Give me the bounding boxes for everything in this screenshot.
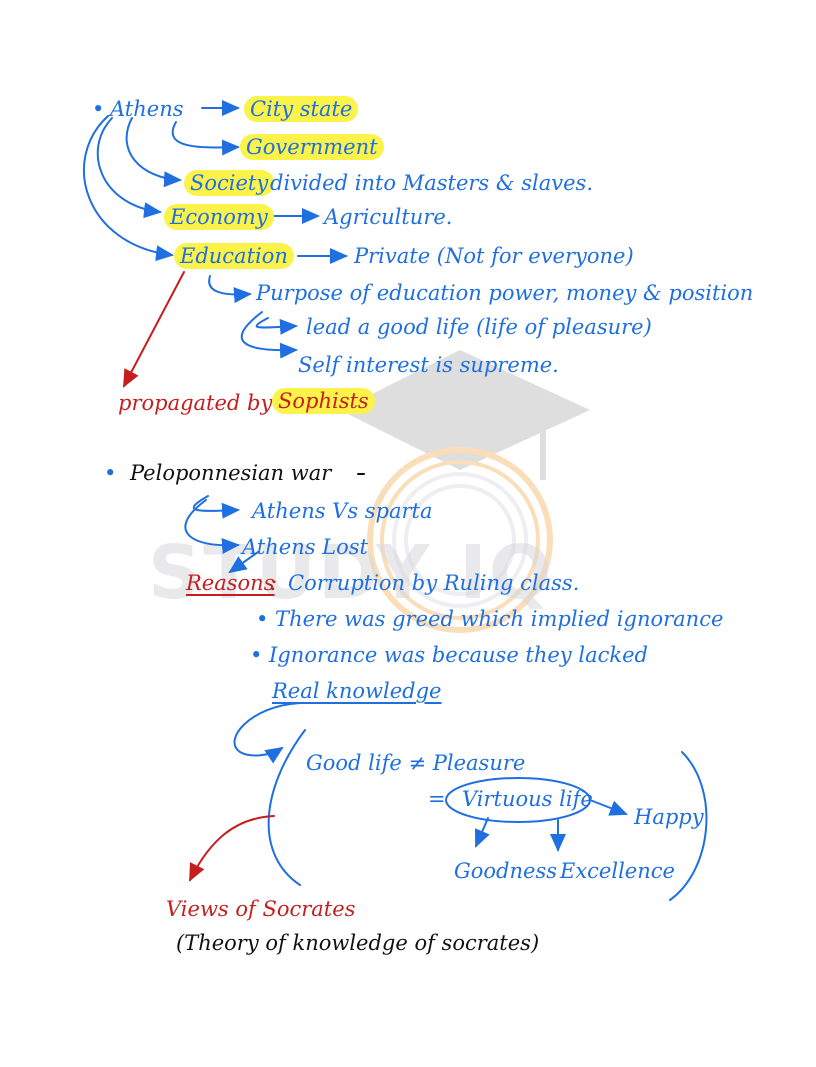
good-life-not-pleasure: Good life ≠ Pleasure	[306, 751, 526, 775]
virtuous-life: Virtuous life	[462, 787, 593, 811]
bullet-athens: •	[92, 97, 105, 121]
athens-title: Athens	[110, 97, 184, 121]
society-label: Society	[184, 170, 275, 196]
reasons-label: Reasons	[186, 571, 275, 595]
purpose-self-interest: Self interest is supreme.	[298, 353, 559, 377]
education-purpose: Purpose of education power, money & posi…	[256, 281, 754, 305]
reasons-colon: :	[270, 571, 278, 595]
war-title: Peloponnesian war	[130, 461, 332, 485]
excellence-label: Excellence	[560, 859, 675, 883]
watermark-logo-icon	[340, 350, 590, 633]
athens-vs-sparta: Athens Vs sparta	[252, 499, 433, 523]
reason-corruption: Corruption by Ruling class.	[288, 571, 580, 595]
society-description: divided into Masters & slaves.	[270, 171, 594, 195]
purpose-good-life: lead a good life (life of pleasure)	[306, 315, 652, 339]
economy-value: Agriculture.	[324, 205, 453, 229]
bullet-war: •	[104, 461, 117, 485]
views-of-socrates: Views of Socrates	[166, 897, 356, 921]
propagated-by-label: propagated by	[118, 391, 273, 415]
equals-sign: =	[428, 787, 446, 811]
theory-of-knowledge: (Theory of knowledge of socrates)	[176, 931, 540, 955]
government-label: Government	[240, 134, 384, 160]
athens-lost: Athens Lost	[242, 535, 368, 559]
city-state-label: City state	[244, 96, 359, 122]
economy-label: Economy	[164, 204, 274, 230]
education-label: Education	[174, 243, 294, 269]
happy-label: Happy	[634, 805, 704, 829]
education-value: Private (Not for everyone)	[354, 244, 634, 268]
sophists-label: Sophists	[272, 388, 375, 414]
reason-point-greed: • There was greed which implied ignoranc…	[256, 607, 724, 631]
goodness-label: Goodness	[454, 859, 558, 883]
real-knowledge: Real knowledge	[272, 679, 442, 703]
reason-point-ignorance: • Ignorance was because they lacked	[250, 643, 648, 667]
